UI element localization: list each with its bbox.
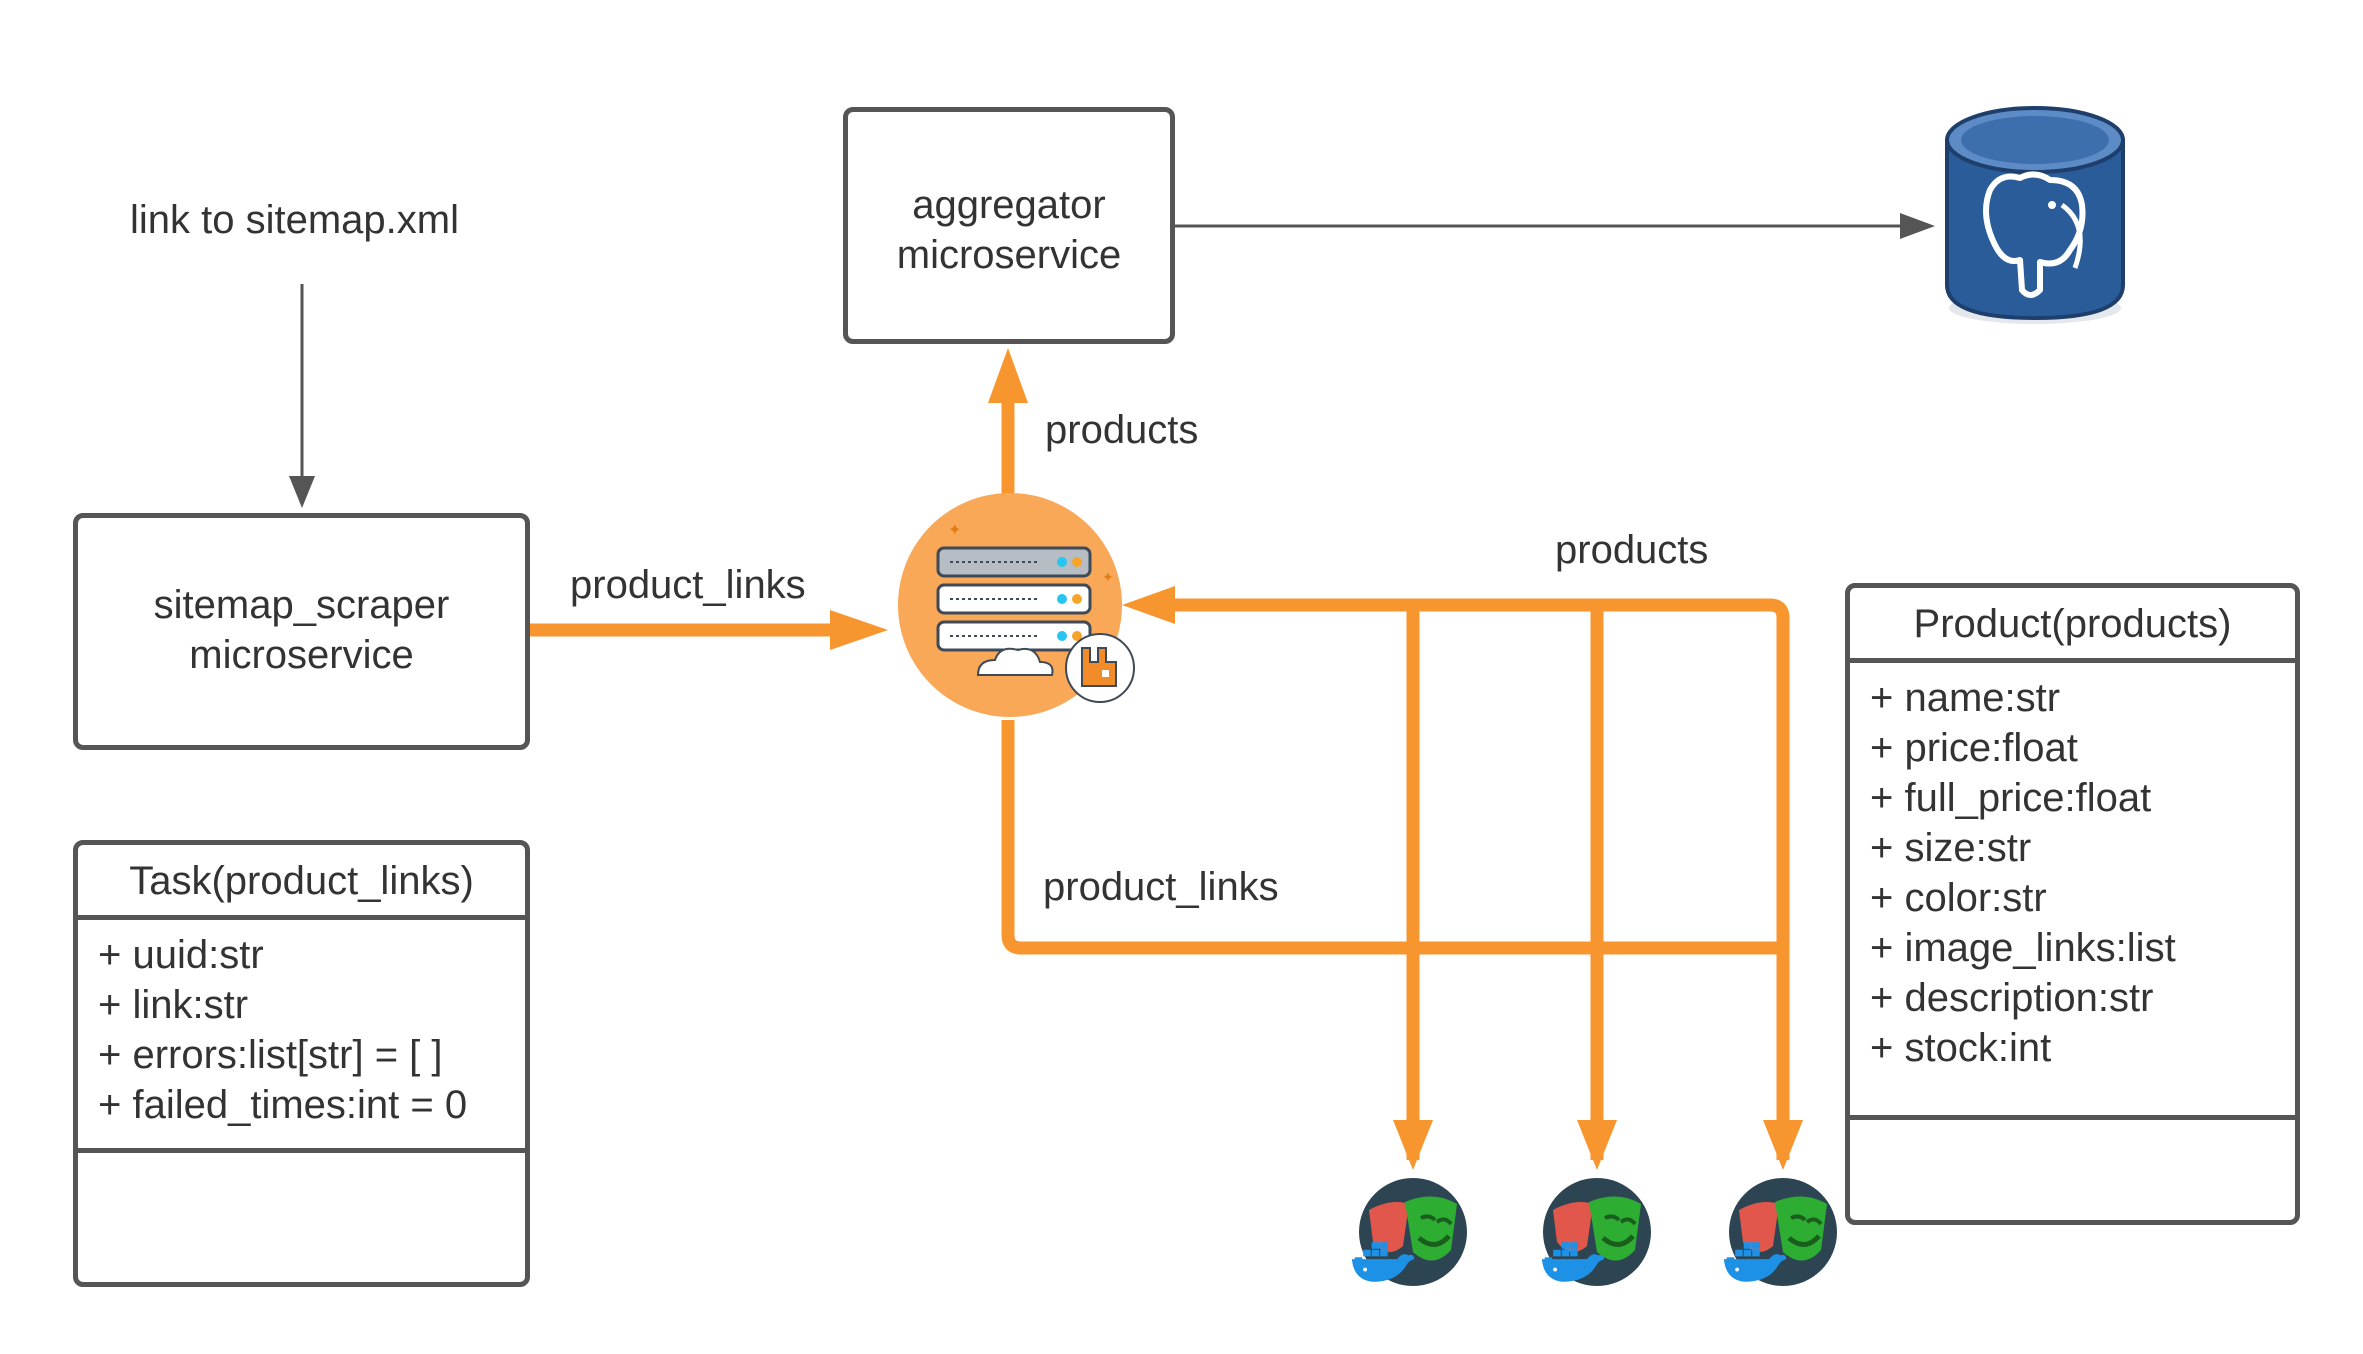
edge-label-broker-to-aggregator: products: [1045, 408, 1199, 452]
product-attr: + color:str: [1870, 876, 2047, 920]
input-arrow: [289, 284, 315, 508]
product-class-title: Product(products): [1850, 588, 2295, 663]
edge-label-broker-to-workers: product_links: [1043, 865, 1279, 909]
playwright-worker-icon-2: [1543, 1178, 1651, 1286]
input-label: link to sitemap.xml: [130, 198, 459, 242]
aggregator-title-line2: microservice: [896, 233, 1122, 277]
task-attr: + uuid:str: [98, 933, 264, 977]
playwright-worker-icon-1: [1359, 1178, 1467, 1286]
product-class-attributes: + name:str + price:float + full_price:fl…: [1850, 663, 2295, 1120]
product-attr: + description:str: [1870, 976, 2154, 1020]
task-attr: + failed_times:int = 0: [98, 1083, 468, 1127]
product-attr: + price:float: [1870, 726, 2078, 770]
aggregator-title-line1: aggregator: [912, 183, 1106, 227]
playwright-worker-icon-3: [1729, 1178, 1837, 1286]
scraper-title-line1: sitemap_scraper: [153, 583, 450, 627]
edge-label-workers-to-broker: products: [1555, 528, 1709, 572]
task-class-title: Task(product_links): [78, 845, 525, 920]
postgresql-database-icon: [1945, 106, 2125, 324]
product-attr: + image_links:list: [1870, 926, 2176, 970]
svg-text:✦: ✦: [948, 520, 961, 539]
workers-to-broker-arrows: [1122, 586, 1790, 1160]
scraper-box[interactable]: sitemap_scraper microservice: [73, 513, 530, 750]
task-attr: + errors:list[str] = [ ]: [98, 1033, 443, 1077]
broker-to-workers-arrows: [1001, 720, 1803, 1170]
aggregator-to-db-arrow: [1175, 213, 1935, 239]
product-class[interactable]: Product(products) + name:str + price:flo…: [1845, 583, 2300, 1225]
broker-to-aggregator-arrow: [988, 348, 1028, 495]
aggregator-box[interactable]: aggregator microservice: [843, 107, 1175, 344]
product-attr: + full_price:float: [1870, 776, 2152, 820]
task-attr: + link:str: [98, 983, 249, 1027]
edge-label-scraper-to-broker: product_links: [570, 563, 806, 607]
product-attr: + stock:int: [1870, 1026, 2052, 1070]
task-class-attributes: + uuid:str + link:str + errors:list[str]…: [78, 920, 525, 1153]
scraper-title-line2: microservice: [189, 633, 414, 677]
product-attr: + name:str: [1870, 676, 2061, 720]
svg-text:✦: ✦: [1102, 570, 1114, 586]
task-class[interactable]: Task(product_links) + uuid:str + link:st…: [73, 840, 530, 1287]
product-attr: + size:str: [1870, 826, 2032, 870]
rabbitmq-broker-icon: ✦ ✦: [898, 493, 1135, 717]
scraper-to-broker-arrow: [530, 610, 888, 650]
